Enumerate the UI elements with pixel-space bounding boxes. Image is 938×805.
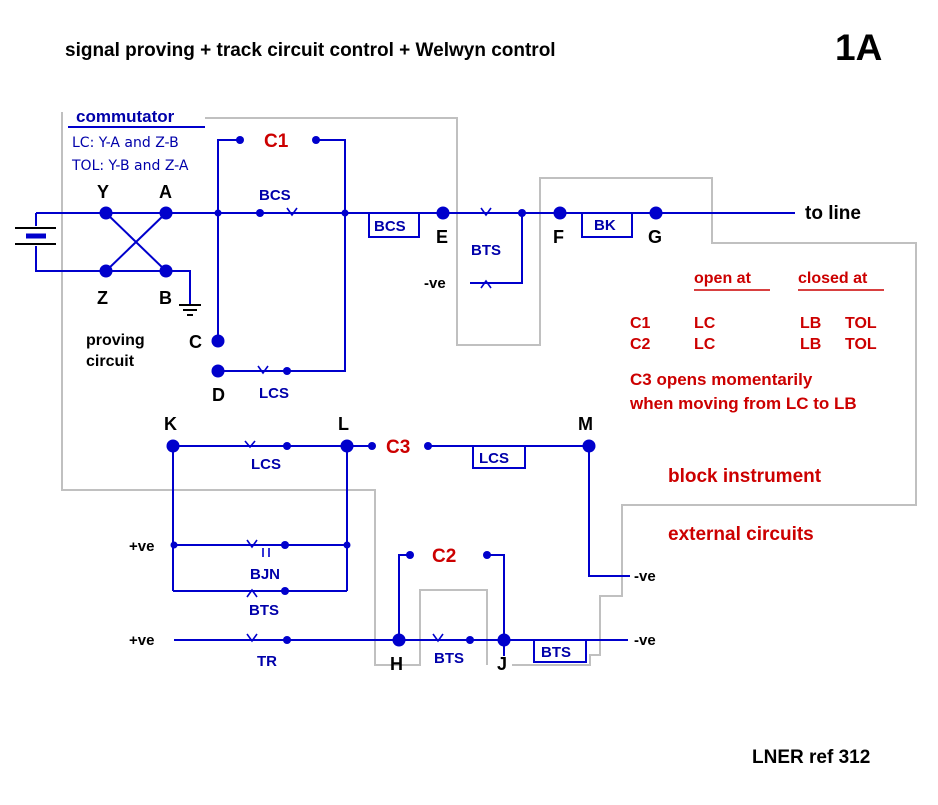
table-note-line2: when moving from LC to LB bbox=[629, 394, 857, 413]
node-labels: Y A Z B C D E F G K L M H J bbox=[97, 182, 662, 674]
table-row-1-closed-2: TOL bbox=[845, 315, 877, 332]
label-lcs-upper: LCS bbox=[259, 385, 289, 402]
label-neg-m: -ve bbox=[634, 568, 656, 585]
label-bjn: BJN bbox=[250, 566, 280, 583]
commutator-wiring bbox=[105, 212, 201, 316]
relay-box-bk-label: BK bbox=[594, 217, 616, 234]
label-m: M bbox=[578, 414, 593, 434]
area-external-circuits: external circuits bbox=[668, 524, 814, 545]
table-note-line1: C3 opens momentarily bbox=[630, 370, 813, 389]
area-block-instrument: block instrument bbox=[668, 466, 822, 487]
contact-marks bbox=[244, 207, 492, 643]
label-k: K bbox=[164, 414, 177, 434]
table-row-2-closed-2: TOL bbox=[845, 336, 877, 353]
label-lcs-k: LCS bbox=[251, 456, 281, 473]
relay-box-lcs-label: LCS bbox=[479, 450, 509, 467]
table-row-2-open: LC bbox=[694, 336, 716, 353]
table-header-open: open at bbox=[694, 270, 752, 287]
label-g: G bbox=[648, 227, 662, 247]
label-c1: C1 bbox=[264, 131, 289, 152]
label-bts-lower: BTS bbox=[249, 602, 279, 619]
label-j: J bbox=[497, 654, 507, 674]
table-row-2-closed-1: LB bbox=[800, 336, 821, 353]
label-bts-hj: BTS bbox=[434, 650, 464, 667]
label-z: Z bbox=[97, 288, 108, 308]
label-c3: C3 bbox=[386, 437, 410, 458]
relay-box-bts bbox=[533, 639, 587, 663]
page-title: signal proving + track circuit control +… bbox=[65, 40, 556, 61]
label-tr: TR bbox=[257, 653, 277, 670]
commutator-line-lc: LC: Y-A and Z-B bbox=[72, 135, 179, 151]
label-c: C bbox=[189, 332, 202, 352]
label-c2: C2 bbox=[432, 546, 456, 567]
label-f: F bbox=[553, 227, 564, 247]
figure-number: 1A bbox=[835, 27, 882, 68]
label-l: L bbox=[338, 414, 349, 434]
relay-box-bcs-label: BCS bbox=[374, 218, 406, 235]
table-row-2-name: C2 bbox=[630, 336, 651, 353]
label-h: H bbox=[390, 654, 403, 674]
label-pos-1: +ve bbox=[129, 538, 154, 555]
terminal-labels: to line -ve +ve +ve -ve -ve bbox=[129, 203, 861, 649]
boundary-lines bbox=[61, 112, 917, 666]
relay-box-lcs bbox=[472, 445, 526, 469]
relay-box-bk bbox=[581, 212, 633, 238]
table-row-1-closed-1: LB bbox=[800, 315, 821, 332]
label-bts-upper: BTS bbox=[471, 242, 501, 259]
label-to-line: to line bbox=[805, 203, 861, 224]
commutator-heading: commutator bbox=[76, 107, 175, 126]
contact-labels: C1 BCS LCS BTS C3 LCS BJN BTS TR C2 BTS bbox=[249, 131, 501, 670]
label-pos-2: +ve bbox=[129, 632, 154, 649]
battery bbox=[15, 212, 106, 272]
label-a: A bbox=[159, 182, 172, 202]
lower-wires bbox=[172, 445, 630, 656]
proving-circuit-line1: proving bbox=[86, 332, 145, 349]
label-e: E bbox=[436, 227, 448, 247]
label-neg-j: -ve bbox=[634, 632, 656, 649]
label-d: D bbox=[212, 385, 225, 405]
table-header-closed: closed at bbox=[798, 270, 868, 287]
table-row-1-open: LC bbox=[694, 315, 716, 332]
label-neg-top: -ve bbox=[424, 275, 446, 292]
relay-box-bcs bbox=[368, 212, 420, 238]
relay-box-bts-label: BTS bbox=[541, 644, 571, 661]
label-y: Y bbox=[97, 182, 109, 202]
proving-circuit-line2: circuit bbox=[86, 353, 135, 370]
commutator-line-tol: TOL: Y-B and Z-A bbox=[71, 158, 189, 174]
reference-label: LNER ref 312 bbox=[752, 747, 870, 768]
label-bcs-contact: BCS bbox=[259, 187, 291, 204]
nodes bbox=[99, 136, 663, 647]
table-row-1-name: C1 bbox=[630, 315, 651, 332]
contact-table: open at closed at C1 LC LB TOL C2 LC LB … bbox=[629, 270, 884, 413]
commutator-panel bbox=[68, 110, 205, 182]
label-b: B bbox=[159, 288, 172, 308]
